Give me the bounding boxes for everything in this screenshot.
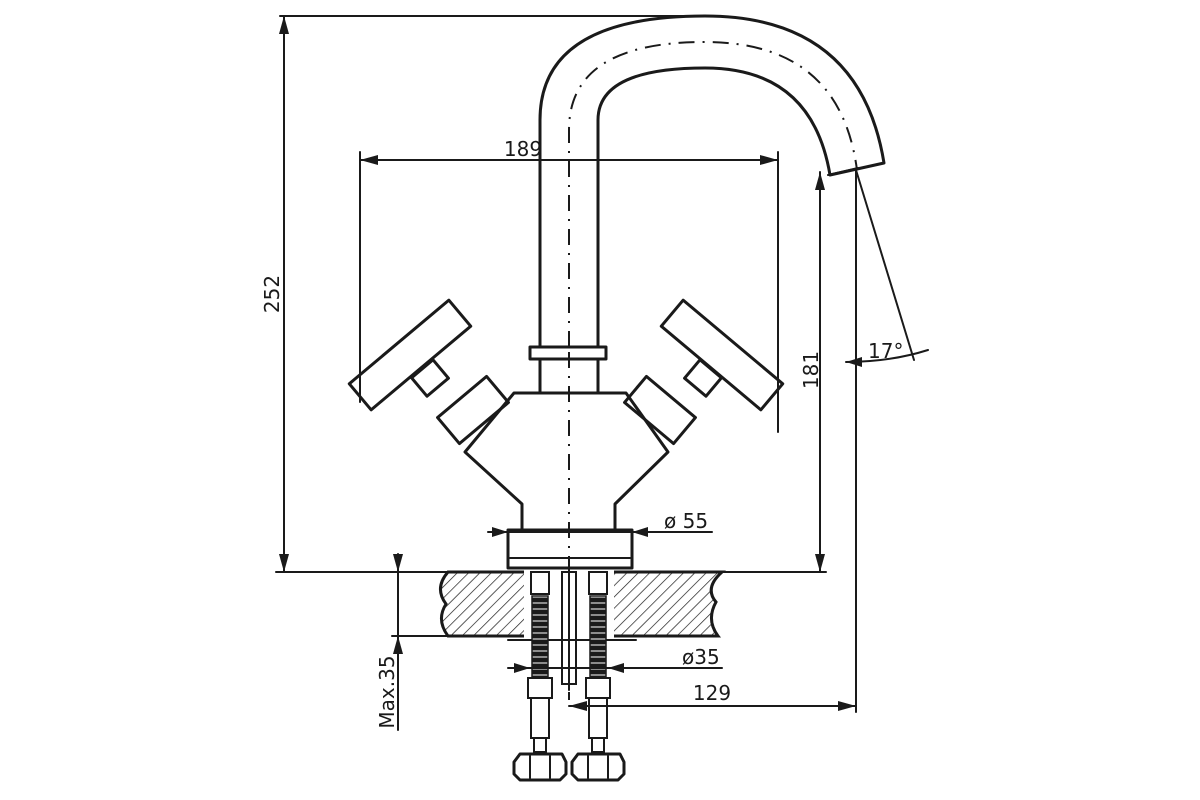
spout-angle-label: 17° bbox=[868, 339, 903, 363]
dimension-shank-diameter: ø35 bbox=[507, 645, 723, 673]
countertop-section bbox=[439, 566, 726, 641]
dimension-spout-angle: 17° bbox=[845, 169, 929, 367]
dimension-outlet-height: 181 bbox=[629, 171, 827, 573]
dimension-total-height: 252 bbox=[260, 15, 701, 573]
right-handle bbox=[623, 298, 785, 446]
dimension-spout-reach: 129 bbox=[568, 169, 857, 713]
total-height-label: 252 bbox=[260, 275, 284, 313]
base-diameter-label: ø 55 bbox=[664, 509, 708, 533]
dimension-max-thickness: Max.35 bbox=[375, 553, 449, 731]
outlet-height-label: 181 bbox=[799, 351, 823, 389]
dimension-base-diameter: ø 55 bbox=[487, 509, 713, 537]
dimension-handle-span: 189 bbox=[359, 137, 779, 433]
mounting-stud bbox=[561, 571, 577, 691]
handle-span-label: 189 bbox=[504, 137, 542, 161]
shank-diameter-label: ø35 bbox=[682, 645, 720, 669]
spout bbox=[538, 14, 886, 349]
left-handle bbox=[347, 298, 510, 446]
max-thickness-label: Max.35 bbox=[375, 655, 399, 728]
flexible-hoses bbox=[512, 571, 626, 782]
spout-reach-label: 129 bbox=[693, 681, 731, 705]
